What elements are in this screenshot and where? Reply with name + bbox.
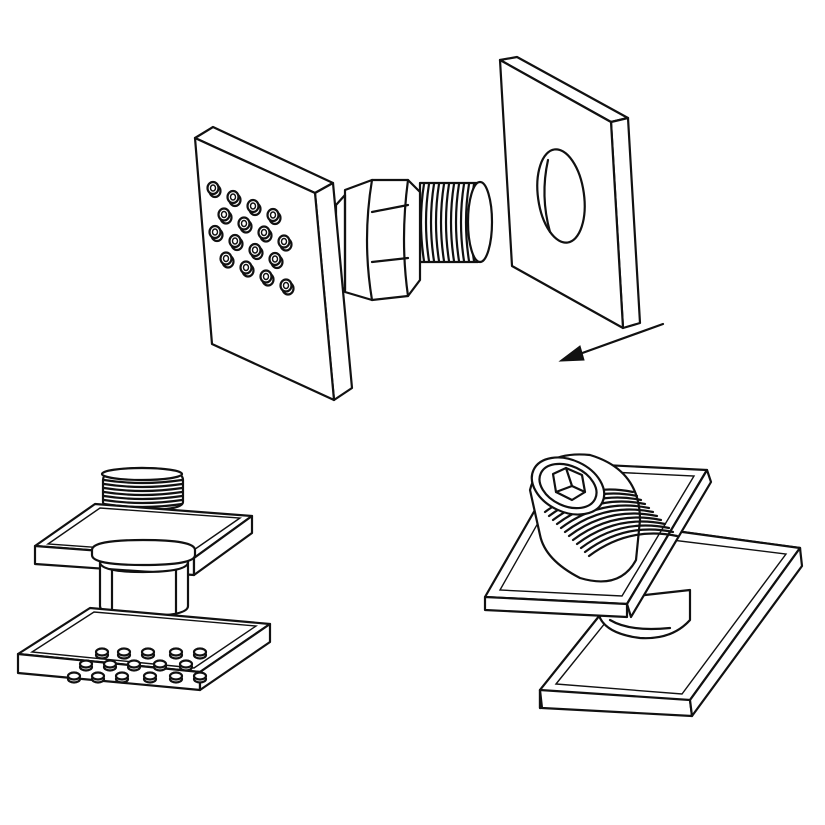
install-direction-arrow <box>558 322 665 362</box>
nozzle <box>168 671 184 684</box>
nozzle <box>248 242 264 261</box>
nozzle <box>228 233 244 252</box>
hex-nut <box>334 178 422 302</box>
nozzle <box>126 659 142 672</box>
nozzle-face-plate <box>193 125 354 402</box>
nozzle <box>192 647 208 660</box>
body-cylinder <box>90 538 197 618</box>
nozzle <box>257 225 273 243</box>
nozzle <box>279 278 295 296</box>
nozzle <box>90 671 106 684</box>
nozzle <box>217 207 233 225</box>
assembled-side-view <box>16 466 272 692</box>
exploded-view <box>193 55 665 402</box>
nozzle <box>208 224 224 243</box>
nozzle <box>152 659 168 672</box>
threaded-connector <box>418 180 494 264</box>
nozzle <box>237 216 253 234</box>
nozzle-grid <box>206 180 295 296</box>
nozzle <box>239 260 255 278</box>
nozzle <box>142 671 158 684</box>
nozzle <box>226 189 242 208</box>
nozzle <box>66 671 82 684</box>
nozzle <box>94 647 110 660</box>
assembled-back-view <box>483 453 804 718</box>
nozzle <box>78 659 94 672</box>
nozzle <box>246 198 262 217</box>
nozzle <box>178 659 194 672</box>
nozzle-grid <box>66 647 208 684</box>
nozzle <box>192 671 208 684</box>
nozzle <box>268 251 284 270</box>
hex-socket-connector <box>528 453 679 583</box>
nozzle <box>140 647 156 660</box>
nozzle-face-plate <box>16 606 272 692</box>
nozzle <box>168 647 184 660</box>
nozzle <box>259 269 275 287</box>
nozzle <box>277 234 293 252</box>
nozzle <box>102 659 118 672</box>
nozzle <box>114 671 130 684</box>
nozzle <box>116 647 132 660</box>
threaded-connector <box>100 466 185 512</box>
escutcheon-plate <box>498 55 642 330</box>
nozzle <box>206 180 222 199</box>
nozzle <box>266 207 282 226</box>
nozzle <box>219 251 235 269</box>
